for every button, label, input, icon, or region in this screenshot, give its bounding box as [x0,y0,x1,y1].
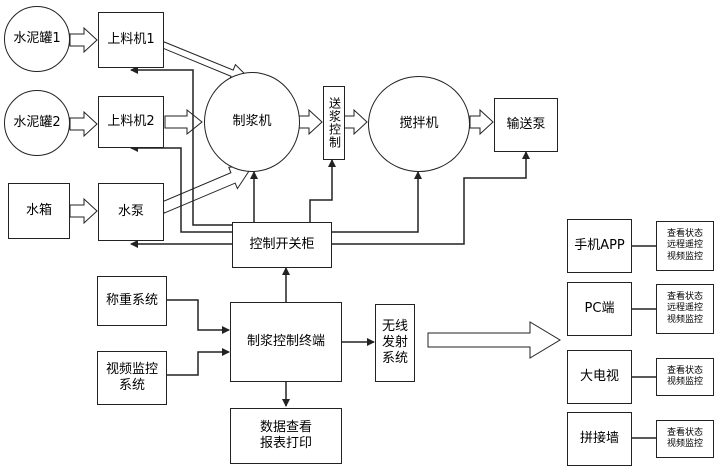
water-pump-label: 水泵 [117,203,144,219]
mixer: 搅拌机 [368,76,470,172]
pulping-machine: 制浆机 [204,72,300,172]
block-arrow-slurry-mixer [343,108,368,136]
delivery-pump-label: 输送泵 [506,116,546,132]
video-wall-label: 拼接墙 [579,430,619,446]
mobile-app: 手机APP [567,219,632,273]
block-arrow-water-pump [69,197,98,225]
weighing-system: 称重系统 [97,276,167,326]
big-tv-label: 大电视 [579,368,619,384]
video-wall-functions-label: 查看状态 视频监控 [666,427,703,449]
block-arrow-tank2-feeder2 [69,110,98,138]
line-video-terminal [167,348,230,376]
feeder-2: 上料机2 [98,96,164,148]
control-cabinet: 控制开关柜 [232,222,332,268]
block-arrow-tank1-feeder1 [69,26,98,54]
big-tv-functions-label: 查看状态 视频监控 [666,365,703,387]
control-terminal: 制浆控制终端 [230,302,342,382]
wireless-system: 无线 发射 系统 [375,304,415,382]
report-print-label: 数据查看 报表打印 [259,419,312,451]
feeder-1: 上料机1 [98,12,164,68]
slurry-control: 送浆控制 [323,86,345,160]
slurry-control-label: 送浆控制 [327,97,342,149]
pc-client-functions: 查看状态 远程遥控 视频监控 [656,284,714,334]
video-system: 视频监控 系统 [97,351,167,405]
line-cabinet-pump-out [332,151,530,245]
wireless-system-label: 无线 发射 系统 [381,318,408,367]
water-tank: 水箱 [8,183,70,239]
control-cabinet-label: 控制开关柜 [249,236,315,252]
line-cabinet-mixer [332,171,422,233]
feeder-2-label: 上料机2 [107,113,155,129]
mobile-app-label: 手机APP [574,237,625,253]
line-cabinet-slurry [309,159,336,225]
control-terminal-label: 制浆控制终端 [246,333,325,349]
block-arrow-wireless-devices [427,321,561,359]
mobile-app-functions-label: 查看状态 远程遥控 视频监控 [666,229,703,262]
video-wall-functions: 查看状态 视频监控 [656,420,714,458]
pc-client: PC端 [567,282,632,336]
video-system-label: 视频监控 系统 [105,361,158,393]
block-arrow-pump-pulper [159,164,254,214]
water-tank-label: 水箱 [25,202,52,218]
mixer-label: 搅拌机 [399,115,439,131]
big-tv-functions: 查看状态 视频监控 [656,358,714,396]
block-arrow-mixer-pump [469,108,494,136]
pc-client-label: PC端 [584,300,615,316]
pulping-machine-label: 制浆机 [232,113,272,129]
block-arrow-pulper-slurry [298,108,323,136]
line-weighing-terminal [167,299,230,334]
big-tv: 大电视 [567,350,632,404]
weighing-system-label: 称重系统 [105,292,158,308]
cement-tank-1-label: 水泥罐1 [13,30,61,46]
cement-tank-1: 水泥罐1 [4,6,70,72]
line-cabinet-feeder2 [130,144,232,233]
water-pump: 水泵 [98,183,164,241]
video-wall: 拼接墙 [567,412,632,466]
block-arrow-feeder2-pulper [164,108,203,136]
cement-tank-2-label: 水泥罐2 [13,114,61,130]
feeder-1-label: 上料机1 [107,31,155,47]
mobile-app-functions: 查看状态 远程遥控 视频监控 [656,221,714,271]
cement-tank-2: 水泥罐2 [4,90,70,156]
delivery-pump: 输送泵 [494,98,558,152]
pc-client-functions-label: 查看状态 远程遥控 视频监控 [666,292,703,325]
report-print: 数据查看 报表打印 [230,408,342,464]
line-cabinet-feeder1 [130,66,232,226]
